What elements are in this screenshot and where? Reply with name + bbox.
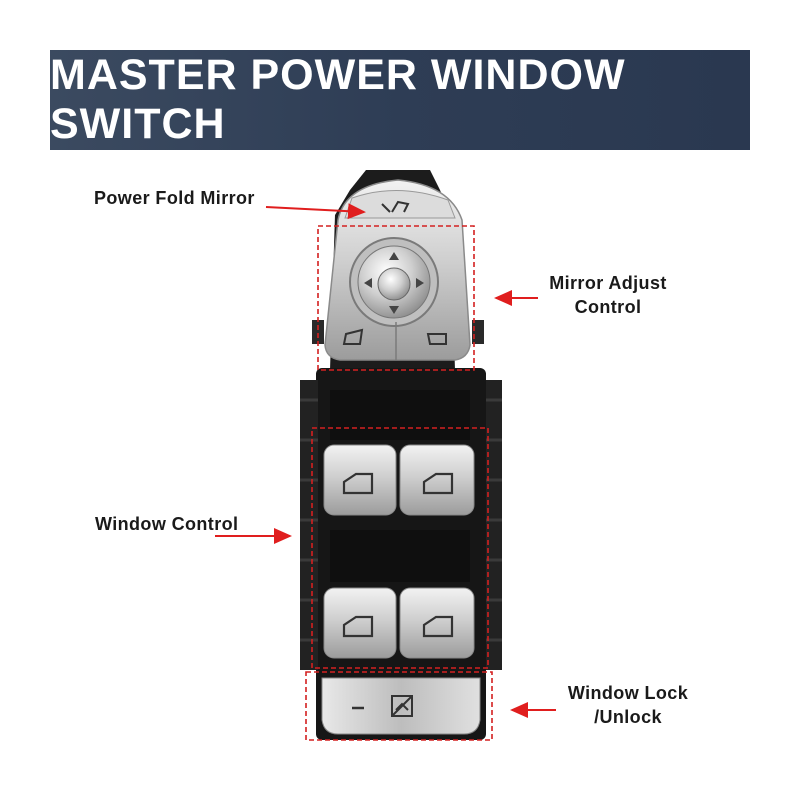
banner-title: MASTER POWER WINDOW SWITCH [50,51,626,148]
label-mirror-adjust-line2: Control [574,297,642,317]
window-lock-box [305,671,493,741]
label-mirror-adjust-line1: Mirror Adjust [549,273,667,293]
mirror-right-icon [426,333,447,345]
mirror-fold-icon [381,200,410,213]
window-buttons [323,390,475,659]
mirror-left-icon [342,328,364,345]
label-window-control: Window Control [95,514,239,534]
window-icon [342,472,454,638]
lock-window-icon [391,695,413,717]
label-power-fold-mirror: Power Fold Mirror [94,188,255,208]
mirror-adjust-box [317,225,475,371]
window-control-box [311,427,489,669]
highlight-boxes [305,225,493,741]
title-banner: MASTER POWER WINDOW SWITCH [50,50,750,150]
mirror-module [312,179,484,361]
label-window-lock-line2: /Unlock [594,707,662,727]
label-window-lock-line1: Window Lock [567,683,689,703]
label-window-lock: Window Lock /Unlock [548,681,708,729]
label-mirror-adjust: Mirror Adjust Control [528,271,688,319]
